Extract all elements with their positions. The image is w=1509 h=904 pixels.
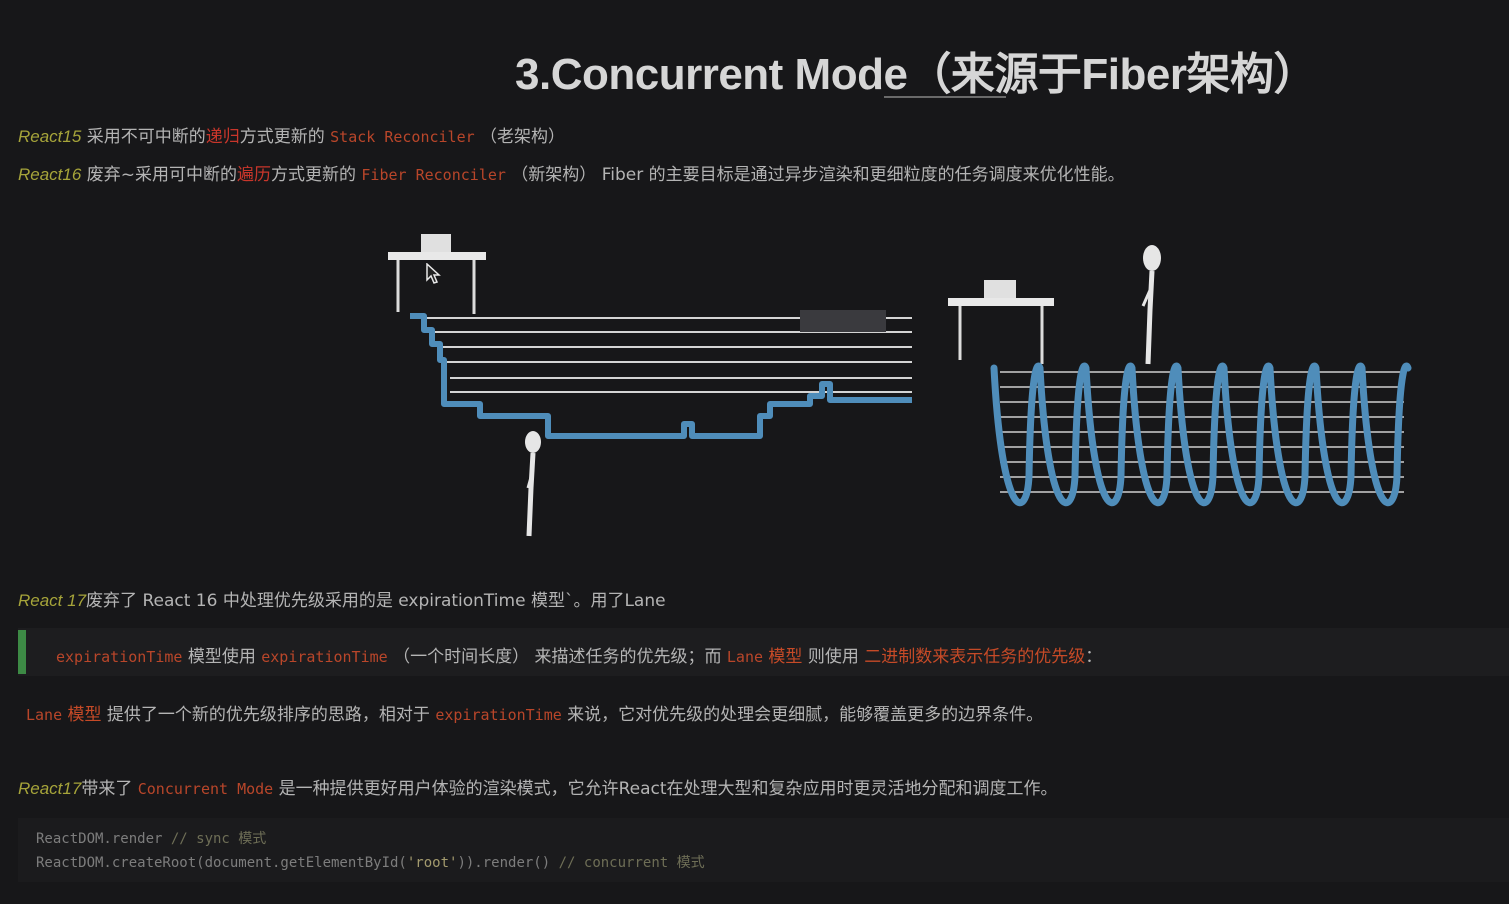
react16-highlight: 遍历 [236,165,271,185]
lane-code: Lane [726,648,764,666]
code-line-2-code-a: ReactDOM.createRoot(document.getElementB… [36,855,407,871]
react15-label: React15 [18,127,82,146]
expirationtime-code-2: expirationTime [261,648,388,666]
react16-text-a: 废弃~采用可中断的 [81,165,237,185]
code-line-1: ReactDOM.render // sync 模式 [36,828,266,848]
quote-text-a: 模型使用 [182,647,262,667]
right-table [948,280,1054,364]
react15-text-a: 采用不可中断的 [81,127,206,147]
lane-text-c: 来说，它对优先级的处理会更细腻，能够覆盖更多的边界条件。 [561,705,1044,725]
concurrent-mode-code: Concurrent Mode [137,780,274,798]
stack-reconciler-code: Stack Reconciler [330,128,475,146]
left-table [388,234,486,314]
react16-line: React16 废弃~采用可中断的遍历方式更新的 Fiber Reconcile… [18,160,1125,185]
quote-highlight: 二进制数来表示任务的优先级 [864,647,1086,667]
expirationtime-code-3: expirationTime [435,706,562,724]
page-title: 3.Concurrent Mode（来源于Fiber架构） [515,50,1318,99]
blockquote-text: expirationTime 模型使用 expirationTime （一个时间… [56,642,1102,667]
quote-text-d: 则使用 [802,647,865,667]
code-line-1-comment: // sync 模式 [170,831,267,847]
stack-rungs [418,317,912,393]
figure-left [525,431,541,537]
react16-text-c: （新架构） Fiber 的主要目标是通过异步渲染和更细粒度的任务调度来优化性能。 [505,165,1125,185]
stack-reconciler-drawing [388,234,912,537]
lane-text-b: 提供了一个新的优先级排序的思路，相对于 [101,705,436,725]
react17-label: React 17 [18,591,87,610]
concurrent-mode-line: React17带来了 Concurrent Mode 是一种提供更好用户体验的渲… [18,774,1058,799]
code-block: ReactDOM.render // sync 模式 ReactDOM.crea… [18,818,1509,882]
react15-highlight: 递归 [205,127,240,147]
quote-text-e: ： [1085,647,1103,667]
fiber-reconciler-code: Fiber Reconciler [361,166,506,184]
blockquote-bar [18,630,26,674]
react17-lane-text: 废弃了 React 16 中处理优先级采用的是 expirationTime 模… [86,591,666,611]
quote-text-b: （一个时间长度） 来描述任务的优先级；而 [387,647,727,667]
code-line-2-code-b: )).render() [457,855,559,871]
react16-label: React16 [18,165,82,184]
react15-line: React15 采用不可中断的递归方式更新的 Stack Reconciler … [18,122,565,147]
title-underline [884,96,1006,98]
quote-lane-model: 模型 [763,647,803,667]
mouse-cursor-icon [426,263,441,284]
react17-label-2: React17 [18,779,82,798]
fiber-wave [990,362,1412,507]
redacted-patch [800,310,886,332]
fiber-reconciler-drawing [948,245,1412,507]
code-line-1-code: ReactDOM.render [36,831,171,847]
react15-text-b: 方式更新的 [239,127,331,147]
concurrent-text-a: 带来了 [81,779,138,799]
expirationtime-code-1: expirationTime [56,648,183,666]
react16-text-b: 方式更新的 [270,165,362,185]
code-line-2-string: 'root' [406,855,458,871]
lane-code-2: Lane [26,706,63,724]
fiber-rungs [1000,371,1404,493]
code-line-2-comment: // concurrent 模式 [558,855,705,871]
lane-model-line: Lane 模型 提供了一个新的优先级排序的思路，相对于 expirationTi… [26,700,1043,725]
concurrent-text-b: 是一种提供更好用户体验的渲染模式，它允许React在处理大型和复杂应用时更灵活地… [273,779,1058,799]
stack-outline [410,313,912,439]
figure-right [1141,245,1161,365]
react15-text-c: （老架构） [474,127,566,147]
code-line-2: ReactDOM.createRoot(document.getElementB… [36,852,705,872]
lane-model-label: 模型 [62,705,102,725]
blockquote: expirationTime 模型使用 expirationTime （一个时间… [18,628,1509,676]
react17-lane-line: React 17废弃了 React 16 中处理优先级采用的是 expirati… [18,586,666,611]
